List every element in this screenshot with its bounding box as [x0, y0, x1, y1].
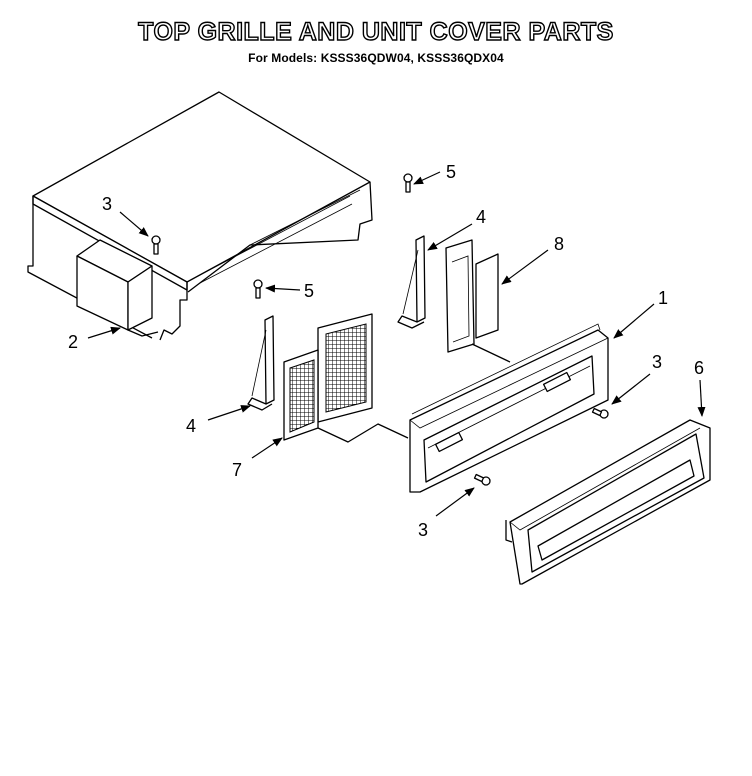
callout-5-right: 5 [446, 162, 456, 182]
grille-frame-part-1 [409, 323, 609, 493]
callout-4-right: 4 [476, 207, 486, 227]
screw-3-top [151, 235, 161, 255]
callout-6: 6 [694, 358, 704, 378]
bracket-4-left [247, 315, 275, 411]
bracket-4-right [397, 235, 426, 329]
screw-5-left [253, 279, 263, 299]
leader-lines [87, 171, 706, 517]
models-subtitle: For Models: KSSS36QDW04, KSSS36QDX04 [248, 51, 504, 65]
filter-part-8 [445, 239, 511, 363]
screw-3-right [591, 407, 609, 419]
screw-3-bottom [473, 473, 491, 486]
control-box-part [76, 239, 159, 337]
callout-4-left: 4 [186, 416, 196, 436]
callout-5-left: 5 [304, 281, 314, 301]
callout-3-top: 3 [102, 194, 112, 214]
grille-part-7 [283, 313, 409, 443]
callout-7: 7 [232, 460, 242, 480]
callout-3-right: 3 [652, 352, 662, 372]
callout-2: 2 [68, 332, 78, 352]
diagram-title: TOP GRILLE AND UNIT COVER PARTS [137, 17, 614, 46]
callout-8: 8 [554, 234, 564, 254]
callout-1: 1 [658, 288, 668, 308]
screw-5-right [403, 173, 413, 193]
unit-cover-part [27, 91, 373, 341]
front-cover-part-6 [505, 419, 711, 585]
callout-3-bottom: 3 [418, 520, 428, 540]
